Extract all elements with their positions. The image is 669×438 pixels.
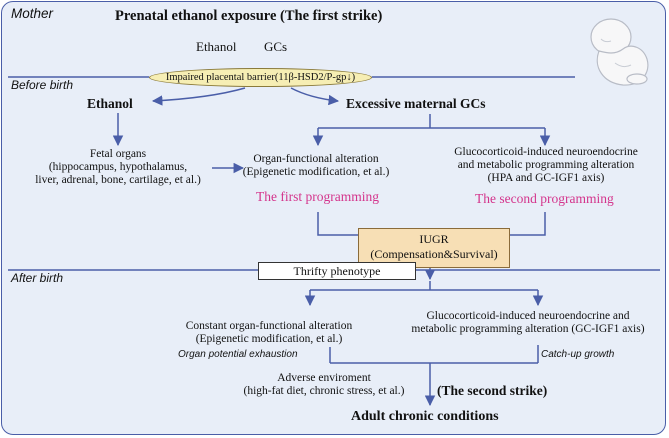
arrow-to-ethanol (151, 87, 246, 106)
adverse-environment: Adverse enviroment (high-fat diet, chron… (243, 372, 405, 398)
fetal-ethanol: Ethanol (87, 96, 133, 111)
gc-programming-alteration-after: Glucocorticoid-induced neuroendocrine an… (411, 310, 645, 336)
placental-barrier: Impaired placental barrier(11β-HSD2/P-gp… (149, 68, 372, 87)
fetal-organs: Fetal organs (hippocampus, hypothalamus,… (35, 148, 201, 187)
section-after-birth: After birth (11, 271, 64, 285)
section-mother: Mother (11, 6, 54, 21)
arrow-to-gcs (290, 87, 340, 106)
catch-up-growth: Catch-up growth (541, 349, 615, 360)
organ-functional-alteration: Organ-functional alteration (Epigenetic … (242, 153, 390, 179)
second-programming: The second programming (475, 191, 614, 206)
second-strike: (The second strike) (437, 383, 548, 398)
thrifty-phenotype-box: Thrifty phenotype (258, 262, 416, 280)
adult-chronic-conditions: Adult chronic conditions (351, 409, 499, 424)
section-before-birth: Before birth (11, 78, 74, 92)
maternal-gcs: GCs (264, 39, 288, 54)
first-programming: The first programming (256, 189, 379, 204)
organ-potential-exhaustion: Organ potential exhaustion (178, 349, 298, 360)
first-to-iugr (317, 212, 358, 236)
excessive-maternal-gcs: Excessive maternal GCs (346, 96, 486, 111)
diagram-title: Prenatal ethanol exposure (The first str… (115, 8, 383, 24)
iugr-box: IUGR (Compensation&Survival) (358, 228, 510, 268)
maternal-ethanol: Ethanol (196, 39, 237, 54)
fetus-icon (590, 18, 649, 86)
second-to-iugr (510, 212, 546, 236)
constant-organ-alteration: Constant organ-functional alteration (Ep… (185, 320, 353, 346)
gc-programming-alteration: Glucocorticoid-induced neuroendocrine an… (454, 146, 638, 185)
placental-barrier-label: Impaired placental barrier(11β-HSD2/P-gp… (165, 72, 356, 83)
